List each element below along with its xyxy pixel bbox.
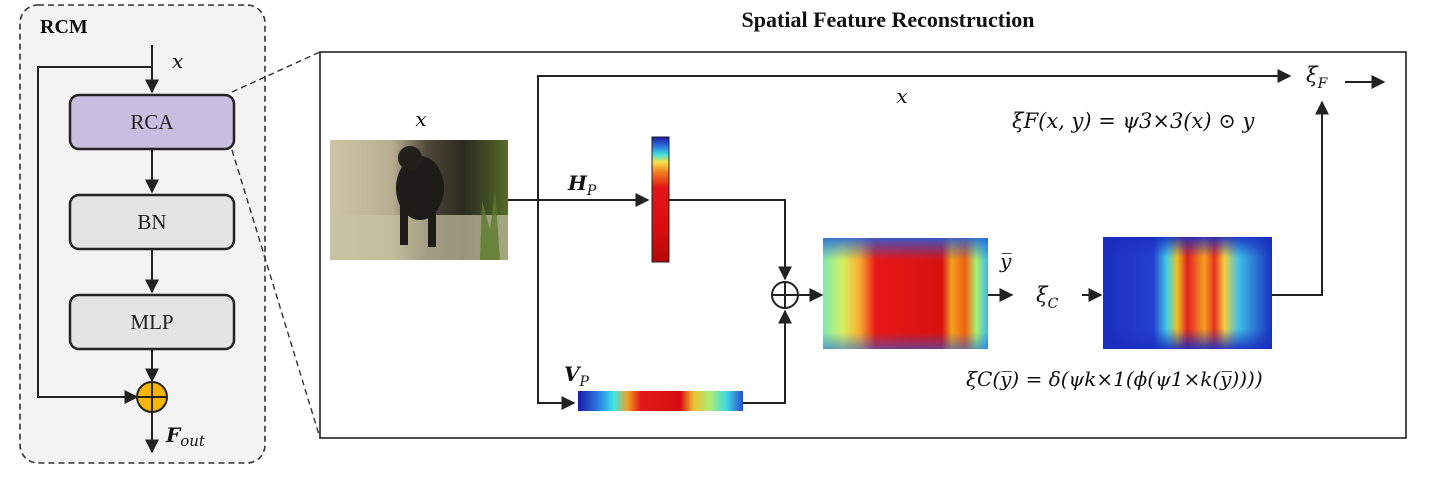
x-top-label: x <box>896 84 907 108</box>
zoom-connector-top <box>231 51 321 93</box>
vp-bar <box>578 391 743 411</box>
vp-label: VP <box>564 362 590 390</box>
equation-xi-f: ξF(x, y) = ψ3×3(x) ⊙ y <box>1012 109 1255 133</box>
rcm-title: RCM <box>40 16 88 38</box>
vp-input-arrow <box>537 200 576 410</box>
hp-label: HP <box>567 171 597 199</box>
rcm-add-node <box>136 381 168 413</box>
equation-xi-c: ξC(y̅) = δ(ψk×1(ϕ(ψ1×k(y̅)))) <box>966 367 1263 391</box>
hp-output-arrow <box>669 199 792 281</box>
rcm-output-label: Fout <box>165 423 206 450</box>
rca-label: RCA <box>130 110 174 134</box>
ybar-label: y̅ <box>999 249 1012 273</box>
zoom-connector-bottom <box>231 149 321 439</box>
mlp-label: MLP <box>130 310 173 334</box>
rcm-input-label: x <box>172 49 183 73</box>
xi-c-output-arrow <box>1272 100 1329 296</box>
hp-bar <box>651 136 670 263</box>
vp-output-arrow <box>743 309 792 404</box>
sfr-title: Spatial Feature Reconstruction <box>742 7 1035 32</box>
input-image <box>330 140 508 260</box>
xi-f-label: ξF <box>1306 63 1329 92</box>
xi-c-label: ξC <box>1036 283 1059 312</box>
bn-label: BN <box>137 210 166 234</box>
ybar-heatmap <box>823 238 988 349</box>
input-image-label: x <box>415 107 426 131</box>
sfr-add-node <box>771 281 799 309</box>
xi-c-heatmap <box>1103 237 1272 349</box>
x-identity-arrow <box>537 69 1292 200</box>
rcm-skip-connection <box>37 66 152 404</box>
